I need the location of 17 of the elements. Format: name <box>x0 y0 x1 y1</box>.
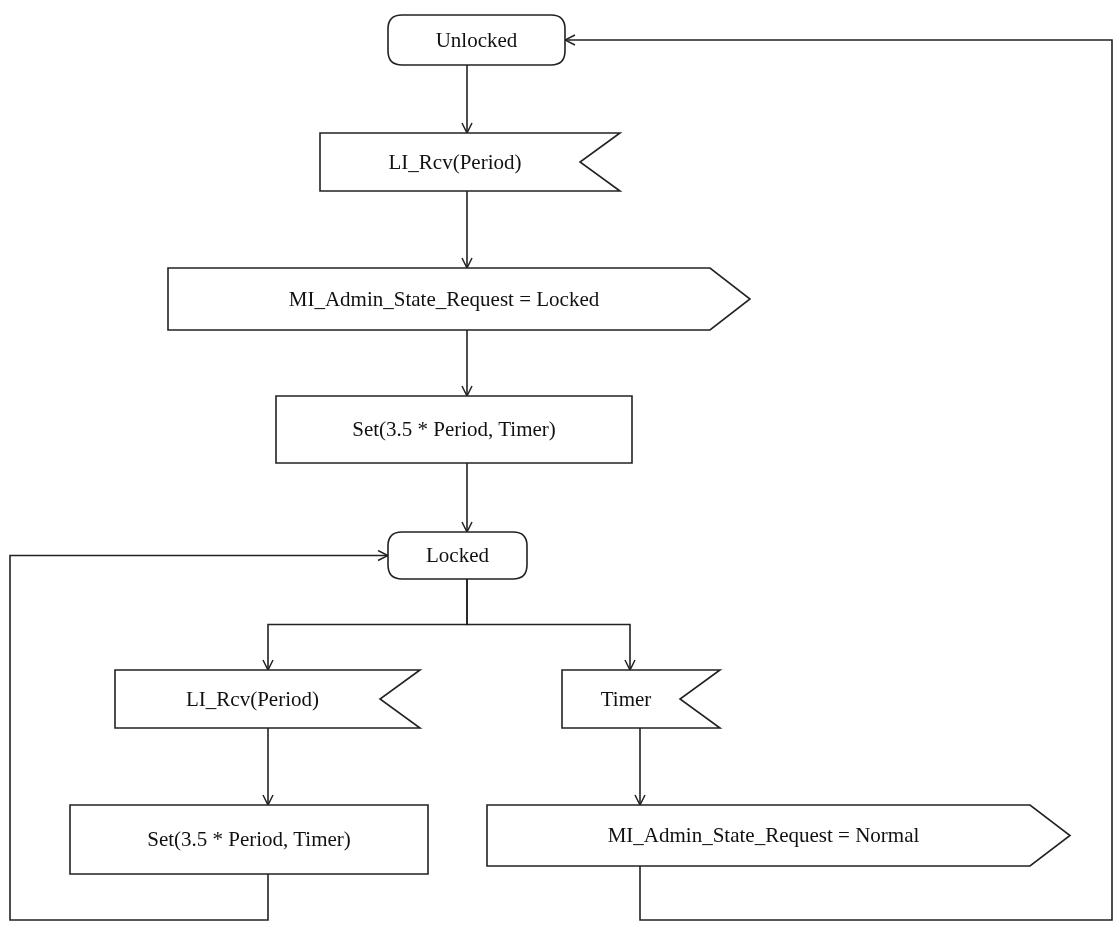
flow-arrow <box>634 727 646 806</box>
flow-arrow <box>9 549 389 921</box>
node-label: Unlocked <box>435 27 518 53</box>
flow-arrow <box>461 64 473 134</box>
node-label: MI_Admin_State_Request = Locked <box>288 286 600 312</box>
flow-arrow <box>461 329 473 397</box>
node-label: Locked <box>426 543 489 568</box>
flow-arrow <box>262 727 274 806</box>
flow-arrow <box>461 462 473 533</box>
node-label: MI_Admin_State_Request = Normal <box>607 823 920 848</box>
flow-arrow <box>466 578 636 671</box>
node-label: Set(3.5 * Period, Timer) <box>147 827 351 852</box>
node-label: LI_Rcv(Period) <box>388 149 522 175</box>
node-label: Set(3.5 * Period, Timer) <box>352 417 556 442</box>
node-label: Timer <box>600 686 652 712</box>
node-label: LI_Rcv(Period) <box>186 686 319 712</box>
flow-arrow <box>461 190 473 269</box>
